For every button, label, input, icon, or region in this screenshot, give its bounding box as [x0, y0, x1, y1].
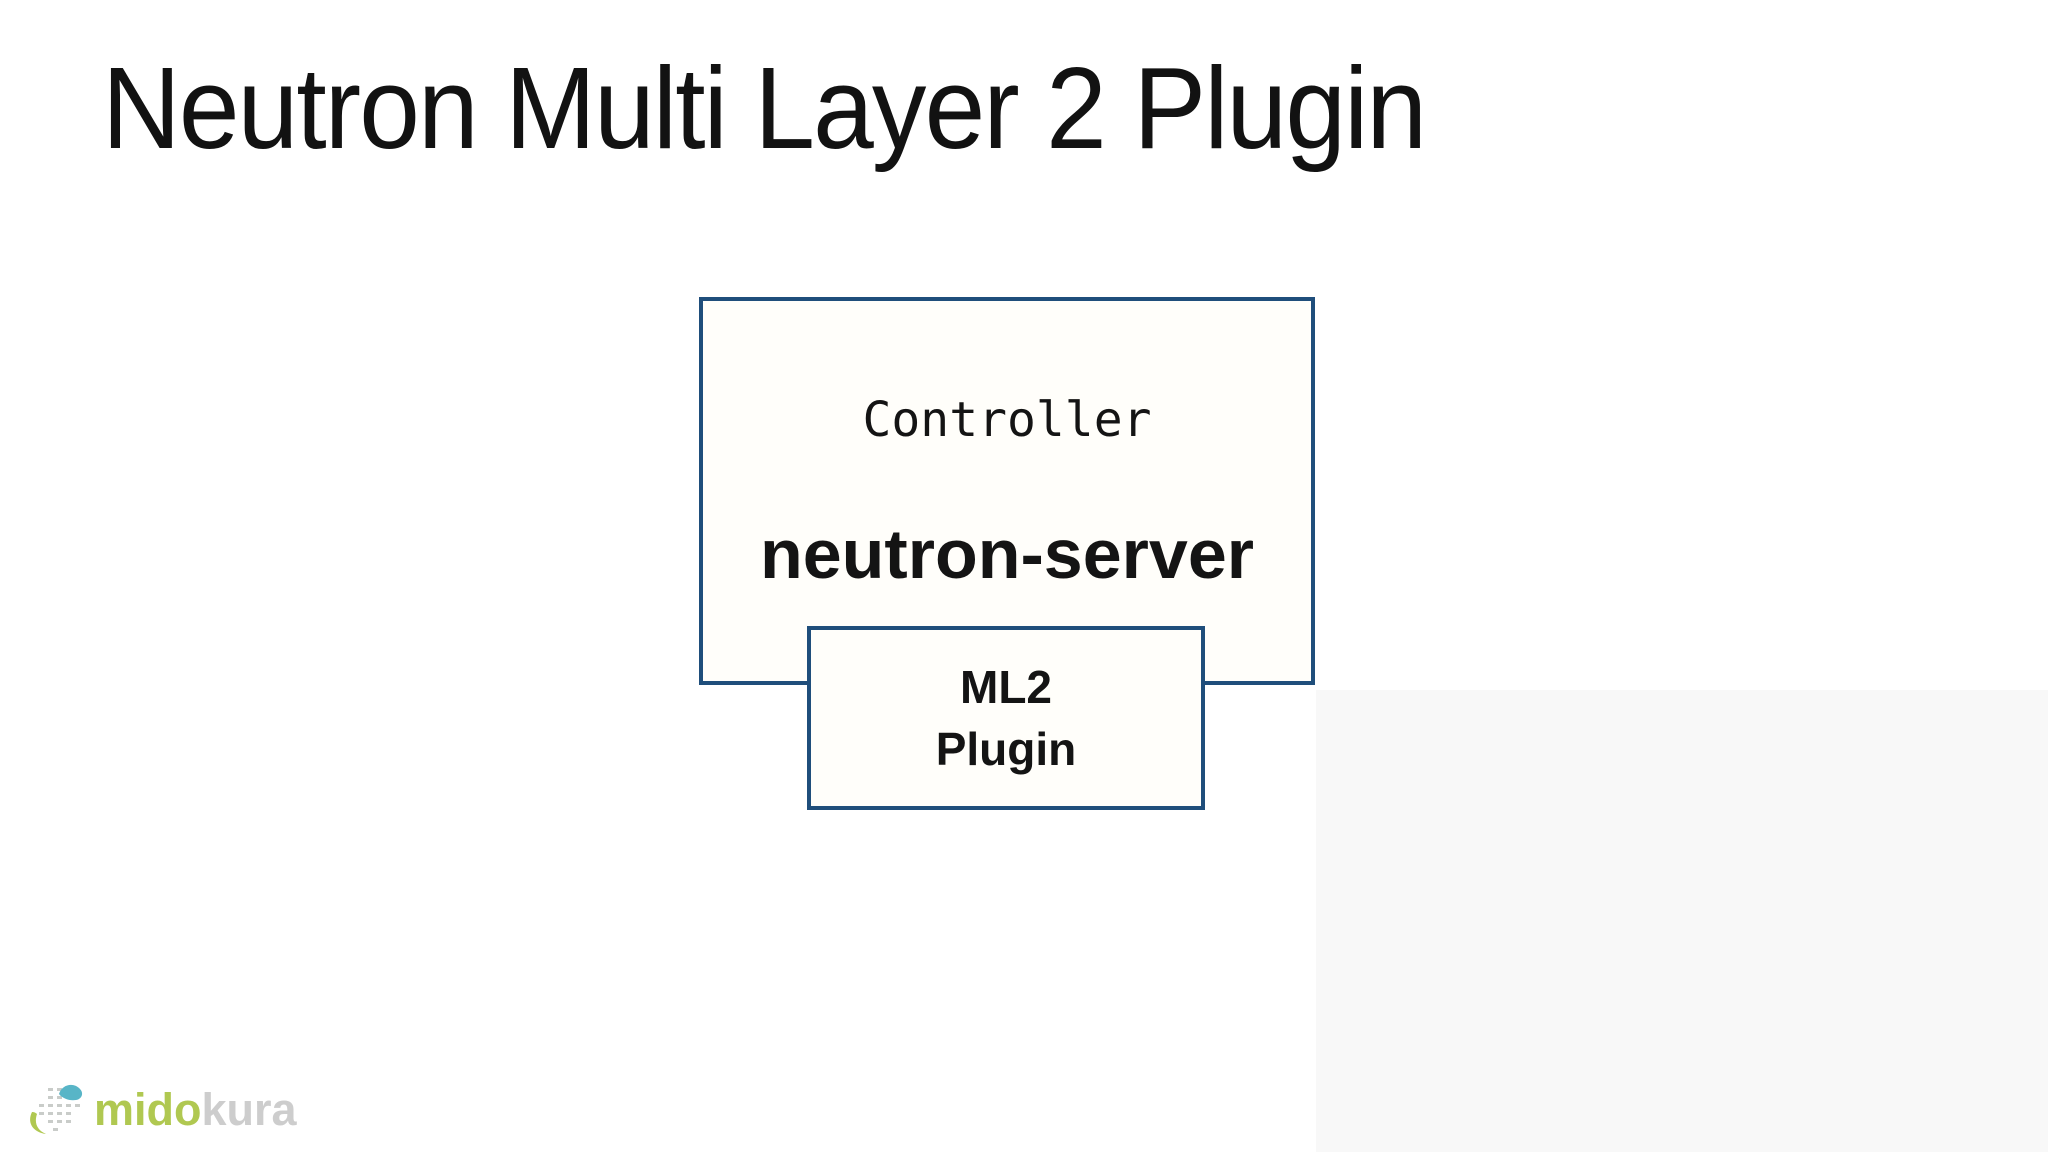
ml2-label-line1: ML2 [960, 661, 1052, 713]
ml2-label-line2: Plugin [935, 723, 1077, 775]
neutron-server-label: neutron-server [759, 515, 1255, 593]
midokura-logo-text: midokura [94, 1082, 297, 1138]
background-panel [1316, 690, 2048, 1152]
slide-title: Neutron Multi Layer 2 Plugin [102, 43, 1427, 173]
logo-text-kura: kura [201, 1084, 297, 1135]
midokura-dot-swirl-icon [30, 1084, 83, 1134]
logo-text-mido: mido [94, 1084, 202, 1135]
controller-label: Controller [862, 392, 1152, 448]
controller-box [699, 297, 1315, 685]
midokura-logo: midokura [26, 1082, 297, 1138]
ml2-plugin-box: ML2 Plugin [807, 626, 1205, 810]
